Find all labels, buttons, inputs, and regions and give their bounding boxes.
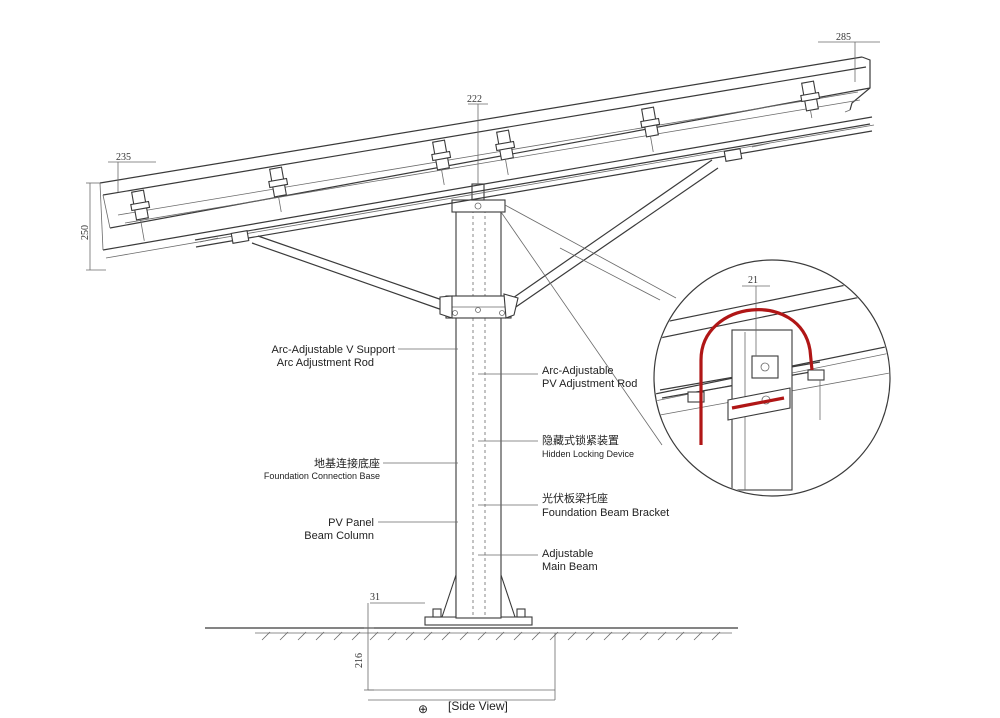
label-arc-support: Arc-Adjustable V Support bbox=[271, 344, 395, 356]
label-arc-adjustable: Arc-Adjustable bbox=[542, 365, 614, 377]
label-adjustable: Adjustable bbox=[542, 548, 593, 560]
label-main-beam: Main Beam bbox=[542, 561, 598, 573]
ground bbox=[205, 627, 738, 641]
panel-clamps bbox=[130, 80, 821, 241]
label-hidden-lock-cn: 隐藏式锁紧装置 bbox=[542, 433, 619, 447]
label-arc-rod-left: Arc Adjustment Rod bbox=[277, 357, 374, 369]
dim-left-top: 235 bbox=[116, 152, 131, 163]
label-hidden-lock-en: Hidden Locking Device bbox=[542, 449, 634, 459]
label-pv-panel: PV Panel bbox=[328, 517, 374, 529]
dim-top-center: 222 bbox=[467, 94, 482, 105]
label-foundation-en: Foundation Connection Base bbox=[264, 471, 380, 481]
base-dimensions bbox=[364, 602, 556, 701]
pv-panel-frame bbox=[99, 56, 875, 259]
label-bracket-cn: 光伏板梁托座 bbox=[542, 491, 608, 505]
label-bracket-en: Foundation Beam Bracket bbox=[542, 507, 669, 519]
arc-adjustment-rod bbox=[699, 308, 814, 445]
label-foundation-cn: 地基连接底座 bbox=[314, 456, 380, 470]
dim-base-offset: 31 bbox=[370, 592, 380, 603]
caption-side-view: [Side View] bbox=[448, 699, 508, 713]
dim-foundation-depth: 216 bbox=[354, 653, 365, 668]
label-beam-column: Beam Column bbox=[304, 530, 374, 542]
v-support-struts bbox=[251, 159, 719, 319]
main-column bbox=[445, 183, 512, 619]
dim-detail: 21 bbox=[748, 275, 758, 286]
dimension-lines bbox=[86, 41, 880, 271]
caption-symbol: ⊕ bbox=[418, 702, 428, 716]
label-leaders bbox=[378, 348, 538, 556]
dim-top-right: 285 bbox=[836, 32, 851, 43]
detail-callout bbox=[500, 204, 891, 497]
label-pv-adjustment-rod: PV Adjustment Rod bbox=[542, 378, 637, 390]
dim-left-height: 250 bbox=[80, 225, 91, 240]
